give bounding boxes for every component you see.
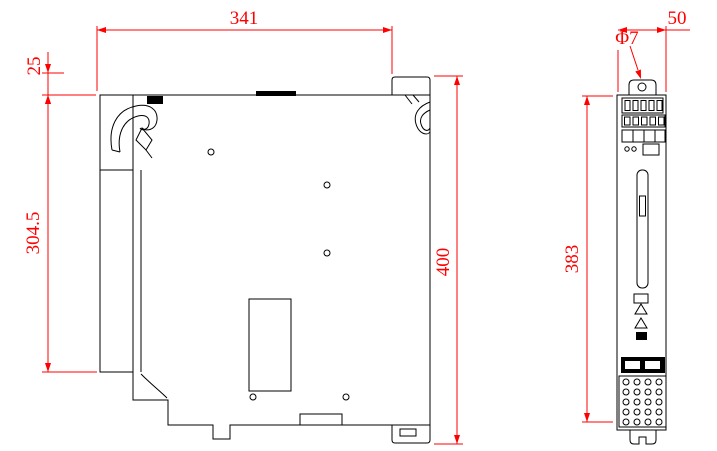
io-slot — [645, 361, 660, 369]
dim-width: 50 — [617, 8, 690, 92]
keypad-outline — [621, 114, 666, 128]
top-mounting-hook-detail — [110, 104, 158, 159]
dim-front-height-label: 304.5 — [23, 212, 44, 255]
dim-width-label: 50 — [668, 8, 687, 29]
label-area — [248, 298, 292, 392]
connector-dividers — [632, 130, 656, 142]
slot-insert — [639, 195, 646, 217]
keypad-buttons — [624, 116, 665, 126]
small-connector — [642, 143, 660, 156]
bottom-slot — [299, 413, 343, 425]
dim-overall-height-label: 400 — [433, 248, 454, 277]
terminal-block-outline — [618, 375, 667, 428]
dim-top-offset-label: 25 — [24, 57, 45, 76]
dim-top-offset: 25 — [24, 52, 96, 114]
dim-body-height-label: 383 — [562, 245, 583, 274]
display-outline — [621, 97, 664, 114]
top-latch-block — [147, 96, 163, 104]
safety-symbols — [633, 293, 649, 340]
front-view-body-outline — [616, 94, 667, 431]
side-view — [99, 76, 431, 444]
terminal-holes — [622, 378, 663, 426]
dim-body-height: 383 — [562, 95, 613, 423]
display-digits — [624, 100, 663, 111]
rear-latch-detail — [404, 94, 431, 135]
led-indicators — [624, 146, 637, 152]
dim-hole-diameter: Φ7 — [615, 28, 641, 79]
dim-overall-height: 400 — [433, 75, 463, 445]
top-edge-thick-segment — [256, 91, 296, 96]
io-slot — [625, 361, 640, 369]
center-slot — [636, 169, 649, 289]
dim-hole-diameter-label: Φ7 — [615, 28, 638, 49]
bottom-step-curve — [140, 373, 168, 399]
rear-flange-top-tab — [391, 76, 431, 95]
bottom-mounting-tab — [629, 430, 657, 445]
screw-holes — [207, 148, 350, 401]
rear-flange-bottom-tab — [391, 425, 431, 444]
side-view-body-outline — [99, 94, 431, 440]
rear-flange-slot — [399, 428, 417, 437]
mounting-hole-top — [637, 82, 647, 92]
dim-depth: 341 — [96, 8, 393, 91]
dimensions: 341 25 304.5 400 Φ7 — [23, 8, 690, 445]
front-view — [616, 79, 667, 445]
dim-front-height: 304.5 — [23, 95, 97, 373]
dim-depth-label: 341 — [230, 8, 259, 29]
top-mounting-tab — [628, 79, 657, 95]
